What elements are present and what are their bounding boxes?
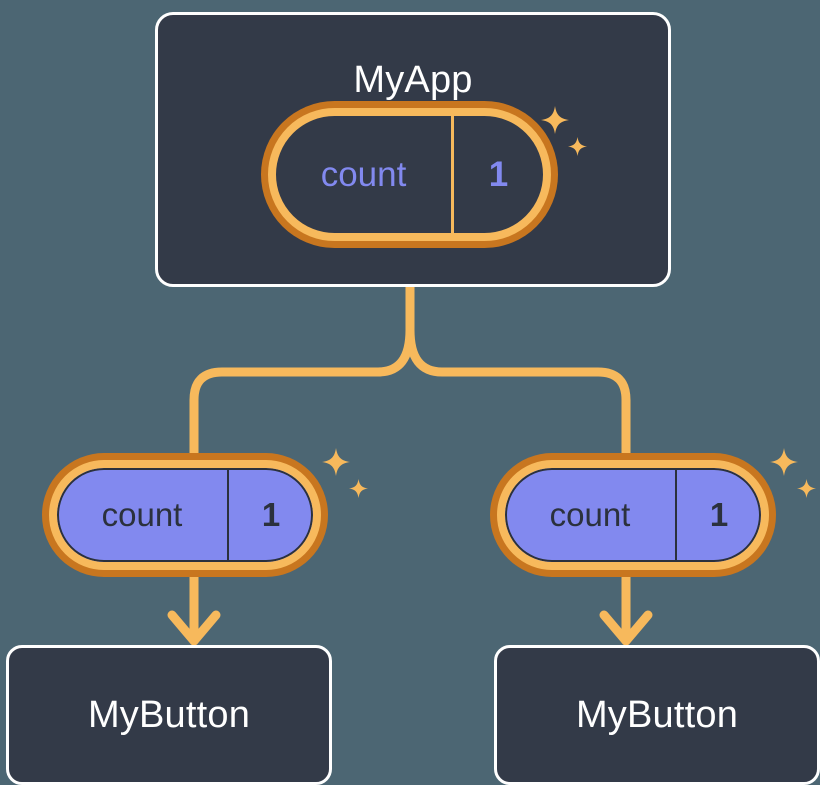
arrow-left-head-icon: [167, 610, 221, 646]
component-title-mybutton: MyButton: [87, 694, 251, 736]
sparkle-icon: [322, 448, 350, 476]
component-node-mybutton-left[interactable]: MyButton: [6, 645, 332, 785]
state-value: 1: [675, 468, 761, 562]
state-key: count: [101, 496, 183, 533]
state-pill-child-right[interactable]: count 1: [497, 448, 816, 570]
state-value: 1: [451, 116, 543, 233]
arrow-right-head-icon: [599, 610, 653, 646]
state-pill-myapp[interactable]: count 1: [268, 106, 587, 241]
state-key: count: [320, 154, 407, 194]
component-title-mybutton: MyButton: [575, 694, 739, 736]
state-pill-body: count 1: [49, 460, 321, 570]
state-value: 1: [227, 468, 313, 562]
sparkle-icon: [349, 479, 368, 498]
connector-root-to-children: [189, 282, 415, 467]
state-pill-body: count 1: [497, 460, 769, 570]
component-title-myapp: MyApp: [353, 59, 473, 101]
sparkle-icon: [797, 479, 816, 498]
state-key: count: [549, 496, 631, 533]
connector-root-to-child-right: [405, 325, 631, 467]
sparkle-icon: [770, 448, 798, 476]
component-node-mybutton-right[interactable]: MyButton: [494, 645, 820, 785]
state-pill-body: count 1: [268, 108, 551, 241]
state-pill-child-left[interactable]: count 1: [49, 448, 368, 570]
